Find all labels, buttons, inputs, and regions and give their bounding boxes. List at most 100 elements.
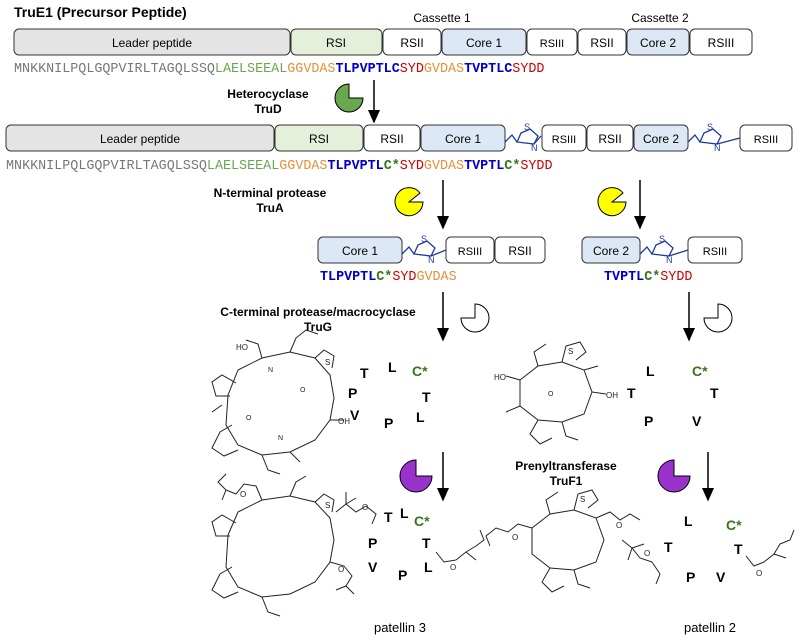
ring-right-letter: T bbox=[664, 539, 673, 555]
row2-core2-box bbox=[633, 124, 689, 152]
prenylated-structure-right: O S O bbox=[485, 489, 641, 593]
ring-left-letter: T bbox=[360, 365, 369, 381]
ring-right-letter: T bbox=[734, 541, 743, 557]
atom-s-label: S bbox=[580, 495, 585, 504]
product-patellin-2: patellin 2 bbox=[684, 620, 736, 635]
ring-left-letter: L bbox=[416, 409, 425, 425]
c-terminal-protease-icon bbox=[460, 303, 490, 333]
ring-left-letter: L bbox=[400, 505, 409, 521]
ring-right-letter: V bbox=[692, 413, 702, 429]
row3-left-seq-rsii: GVDAS bbox=[416, 270, 456, 285]
ring-right-c-star: C* bbox=[726, 517, 742, 533]
thiazoline-linker-icon: S N bbox=[639, 234, 689, 265]
row2-rsii2-label: RSII bbox=[598, 132, 621, 146]
prenyltransferase-icon bbox=[657, 459, 691, 493]
heterocyclase-label: Heterocyclase bbox=[227, 87, 309, 101]
row1-rsii-box bbox=[382, 28, 442, 56]
cyclic-peptide-structure-right: HO S OH O bbox=[494, 341, 618, 445]
ring-right-letter: L bbox=[646, 363, 655, 379]
row1-core2-label: Core 2 bbox=[640, 36, 676, 50]
ring-right-c-star: C* bbox=[692, 363, 708, 379]
row2-core1-label: Core 1 bbox=[445, 132, 481, 146]
thiazoline-s-atom: S bbox=[524, 122, 530, 132]
row2-rsii-label: RSII bbox=[380, 132, 403, 146]
thiazoline-n-atom: N bbox=[666, 255, 673, 265]
row2-seq-rsii2: GVDAS bbox=[424, 159, 464, 174]
ring-right-letter: T bbox=[710, 385, 719, 401]
row2-seq-core1: TLPVPTL bbox=[327, 159, 383, 174]
atom-s-label: S bbox=[325, 501, 330, 510]
row2-seq-rsiii: SYD bbox=[400, 159, 424, 174]
row2-rsiii-label: RSIII bbox=[552, 134, 576, 146]
row3-left-seq-rsiii: SYD bbox=[392, 270, 416, 285]
ring-right-letter: V bbox=[716, 569, 726, 585]
atom-nh-label: N bbox=[268, 367, 273, 374]
row1-rsi-box bbox=[290, 28, 383, 56]
row2-seq-c-star-1: C* bbox=[384, 159, 400, 174]
row1-sequence: MNKKNILPQLGQPVIRLTAGQLSSQLAELSEEALGGVDAS… bbox=[14, 62, 544, 77]
row1-seq-core2: TVPTLC bbox=[464, 62, 512, 77]
atom-s-label: S bbox=[568, 347, 573, 356]
row1-seq-g: G bbox=[287, 62, 295, 77]
atom-o-label: O bbox=[450, 563, 456, 572]
prenylated-ring-sequence-left: O T L C* P T V P L O bbox=[335, 492, 485, 583]
cassette-1-label: Cassette 1 bbox=[413, 11, 471, 25]
ring-left-letter: P bbox=[348, 385, 357, 401]
row2-rsi-label: RSI bbox=[309, 132, 329, 146]
row3-core1-label: Core 1 bbox=[342, 244, 378, 258]
ring-sequence-right: L C* T T P V bbox=[627, 363, 719, 429]
atom-o-label: O bbox=[300, 387, 306, 394]
row3-right-seq-rsiii: SYDD bbox=[660, 270, 692, 285]
row2-core2-label: Core 2 bbox=[643, 132, 679, 146]
row2-seq-rsii: GVDAS bbox=[287, 159, 327, 174]
row3-right-sequence: TVPTLC*SYDD bbox=[604, 270, 692, 285]
ring-left-letter: P bbox=[398, 567, 407, 583]
ring-left-letter: T bbox=[422, 389, 431, 405]
row1-core2-box bbox=[626, 28, 690, 56]
row1-seq-leader: MNKKNILPQLGQPVIRLTAGQLSSQ bbox=[14, 62, 215, 77]
thiazoline-linker-icon: S N bbox=[504, 122, 542, 153]
atom-o-label: O bbox=[246, 415, 252, 422]
row2-leader-box bbox=[5, 124, 275, 152]
row1-leader-label: Leader peptide bbox=[112, 36, 192, 50]
row1-rsii2-box bbox=[577, 28, 627, 56]
ring-right-letter: L bbox=[684, 513, 693, 529]
row1-seq-rsiii: SYD bbox=[400, 62, 424, 77]
row3-core1-box bbox=[317, 236, 403, 264]
row2-boxes: Leader peptide RSI RSII Core 1 RSIII RSI… bbox=[5, 124, 793, 152]
prenyl-group-icon: O bbox=[621, 539, 661, 585]
atom-o-label: O bbox=[512, 533, 518, 542]
trug-label: TruG bbox=[304, 320, 332, 334]
row2-seq-core2: TVPTL bbox=[464, 159, 504, 174]
row2-seq-leader: MNKKNILPQLGQPVIRLTAGQLSSQ bbox=[6, 159, 207, 174]
row1-seq-rsii: GVDAS bbox=[295, 62, 335, 77]
atom-o-label: O bbox=[756, 569, 762, 578]
ring-left-c-star: C* bbox=[412, 363, 428, 379]
thiazoline-s-atom: S bbox=[659, 234, 665, 244]
prenyl-group-icon: O bbox=[335, 492, 377, 525]
ring-sequence-left: T L C* P T V P L bbox=[348, 359, 431, 431]
thiazoline-n-atom: N bbox=[714, 143, 721, 153]
row3-right-seq-c-star: C* bbox=[644, 270, 660, 285]
ring-left-letter: T bbox=[384, 509, 393, 525]
atom-o-label: O bbox=[644, 549, 650, 558]
atom-o-label: O bbox=[616, 521, 622, 530]
row2-seq-rsi: LAELSEEAL bbox=[207, 159, 279, 174]
row3-rsii-box bbox=[494, 236, 546, 264]
atom-oh-label: OH bbox=[338, 417, 350, 426]
c-terminal-protease-icon bbox=[703, 303, 733, 333]
row3-rsiii-label: RSIII bbox=[458, 246, 482, 258]
row3-left-sequence: TLPVPTLC*SYDGVDAS bbox=[320, 270, 457, 285]
row2-rsiii-box bbox=[541, 124, 587, 152]
trua-label: TruA bbox=[256, 201, 284, 215]
truf1-label: TruF1 bbox=[550, 474, 583, 488]
row1-seq-rsi: LAELSEEAL bbox=[215, 62, 287, 77]
atom-ho-label: HO bbox=[236, 343, 248, 352]
ring-right-letter: P bbox=[644, 413, 653, 429]
row1-rsiii-box bbox=[526, 28, 578, 56]
row1-boxes: Leader peptide RSI RSII Core 1 RSIII RSI… bbox=[13, 28, 753, 56]
prenylated-structure-left: O S O bbox=[211, 473, 355, 617]
row2-rsiii2-label: RSIII bbox=[754, 134, 778, 146]
thiazoline-s-atom: S bbox=[707, 122, 713, 132]
row3-rsii-label: RSII bbox=[508, 244, 531, 258]
